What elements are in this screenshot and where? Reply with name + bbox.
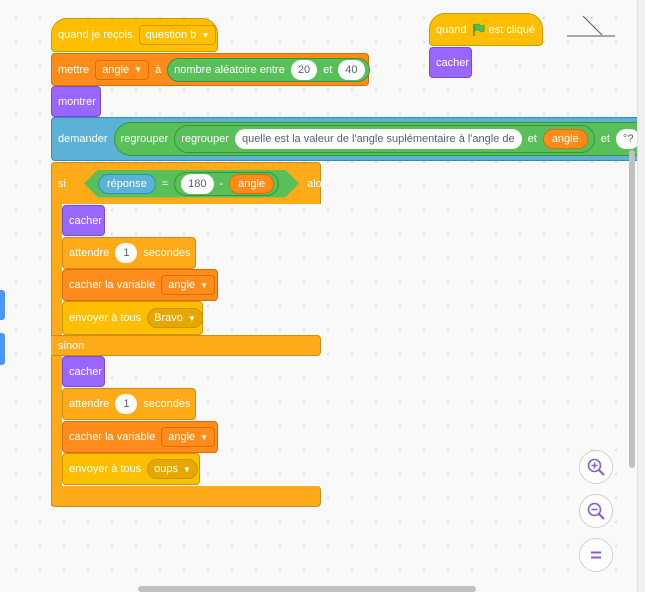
angle-sketch-icon (567, 15, 615, 37)
equals-operator-block[interactable]: réponse = 180 - angle (84, 170, 299, 198)
seconds-label-2: secondes (143, 398, 191, 410)
green-flag-icon (471, 23, 485, 37)
wait-input-1[interactable]: 1 (115, 243, 138, 263)
random-min-input[interactable]: 20 (290, 59, 318, 80)
ask-label: demander (58, 133, 108, 145)
hide-variable-dropdown-2[interactable]: angle ▼ (161, 427, 216, 447)
ask-block[interactable]: demander regrouper regrouper quelle est … (51, 117, 645, 161)
angle-variable-reporter-2[interactable]: angle (229, 174, 274, 194)
subtract-operator-block[interactable]: 180 - angle (174, 172, 279, 196)
zoom-out-icon (587, 502, 605, 520)
zoom-reset-button[interactable] (579, 538, 613, 572)
hide-label-2: cacher (69, 365, 103, 378)
zoom-out-button[interactable] (579, 494, 613, 528)
hide-variable-value-1: angle (168, 279, 196, 291)
broadcast-label-1: envoyer à tous (69, 312, 142, 324)
if-block-bottom (51, 486, 321, 507)
then-label: alors (307, 177, 331, 190)
chevron-down-icon: ▼ (183, 464, 191, 474)
wait-block-2[interactable]: attendre 1 secondes (62, 388, 196, 420)
seconds-label-1: secondes (143, 247, 191, 259)
palette-edge-tab-1[interactable] (0, 290, 5, 320)
hide-variable-block-1[interactable]: cacher la variable angle ▼ (62, 269, 218, 301)
right-rail (637, 0, 645, 592)
set-variable-dropdown[interactable]: angle ▼ (95, 59, 150, 80)
set-variable-value: angle (102, 63, 130, 76)
join-outer-label: regrouper (120, 133, 169, 145)
hide-block-2[interactable]: cacher (62, 356, 105, 387)
wait-label-1: attendre (69, 247, 110, 259)
broadcast-value-1: Bravo (154, 312, 183, 324)
chevron-down-icon: ▼ (200, 432, 209, 442)
hide-variable-dropdown-1[interactable]: angle ▼ (161, 275, 216, 295)
broadcast-dropdown-1[interactable]: Bravo ▼ (147, 308, 203, 328)
equals-sign: = (161, 177, 169, 190)
random-operator-block[interactable]: nombre aléatoire entre 20 et 40 (167, 57, 370, 82)
set-to-label: à (155, 63, 162, 76)
else-label: sinon (58, 339, 85, 352)
hide-variable-block-2[interactable]: cacher la variable angle ▼ (62, 421, 218, 453)
when-i-receive-hat-block[interactable]: quand je reçois question b ▼ (51, 18, 218, 52)
hide-variable-label-2: cacher la variable (69, 431, 156, 443)
hide-block-script2[interactable]: cacher (429, 47, 472, 78)
broadcast-block-1[interactable]: envoyer à tous Bravo ▼ (62, 301, 203, 335)
chevron-down-icon: ▼ (187, 313, 196, 323)
broadcast-block-2[interactable]: envoyer à tous oups ▼ (62, 453, 200, 485)
random-and-label: et (323, 63, 333, 76)
message-dropdown[interactable]: question b ▼ (138, 25, 217, 45)
horizontal-scrollbar[interactable] (138, 586, 476, 592)
hide-label-script2: cacher (436, 56, 470, 69)
random-label: nombre aléatoire entre (174, 63, 285, 76)
random-max-input[interactable]: 40 (338, 59, 365, 80)
zoom-reset-icon (591, 551, 601, 559)
else-bar[interactable]: sinon (51, 335, 321, 356)
minus-sign: - (219, 177, 224, 190)
hide-variable-label-1: cacher la variable (69, 279, 156, 291)
wait-input-2[interactable]: 1 (115, 394, 138, 414)
set-label: mettre (58, 63, 90, 76)
wait-label-2: attendre (69, 398, 110, 410)
zoom-in-button[interactable] (579, 450, 613, 484)
value-180-input[interactable]: 180 (181, 174, 213, 194)
question-text-input[interactable]: quelle est la valeur de l'angle suplémen… (234, 129, 522, 149)
if-label: si (58, 177, 66, 190)
show-block[interactable]: montrer (51, 86, 101, 117)
if-else-block-header[interactable]: si réponse = 180 - angle alors (51, 162, 331, 204)
broadcast-value-2: oups (154, 463, 179, 475)
hide-block-1[interactable]: cacher (62, 205, 105, 236)
join-outer-block[interactable]: regrouper regrouper quelle est la valeur… (113, 122, 645, 156)
broadcast-dropdown-2[interactable]: oups ▼ (147, 459, 198, 479)
degree-question-input[interactable]: °? (615, 129, 641, 149)
chevron-down-icon: ▼ (201, 30, 210, 40)
join-and-label-2: et (600, 133, 610, 145)
join-and-label: et (527, 133, 537, 145)
vertical-scrollbar[interactable] (629, 150, 635, 468)
angle-variable-reporter[interactable]: angle (542, 129, 588, 149)
hide-variable-value-2: angle (168, 431, 196, 443)
hat-label: quand je reçois (58, 29, 133, 41)
chevron-down-icon: ▼ (134, 65, 143, 74)
join-inner-label: regrouper (181, 133, 229, 145)
answer-reporter[interactable]: réponse (98, 174, 156, 194)
message-dropdown-value: question b (145, 29, 197, 41)
wait-block-1[interactable]: attendre 1 secondes (62, 237, 196, 269)
hide-label-1: cacher (69, 214, 103, 227)
set-variable-block[interactable]: mettre angle ▼ à nombre aléatoire entre 2… (51, 53, 370, 86)
show-label: montrer (58, 95, 96, 108)
when-label: quand (436, 23, 467, 36)
when-flag-clicked-hat-block[interactable]: quand est cliqué (429, 13, 543, 46)
join-inner-block[interactable]: regrouper quelle est la valeur de l'angl… (174, 125, 595, 153)
palette-edge-tab-2[interactable] (0, 333, 5, 365)
zoom-in-icon (587, 458, 605, 476)
broadcast-label-2: envoyer à tous (69, 463, 142, 475)
is-clicked-label: est cliqué (488, 23, 536, 36)
chevron-down-icon: ▼ (200, 280, 209, 290)
